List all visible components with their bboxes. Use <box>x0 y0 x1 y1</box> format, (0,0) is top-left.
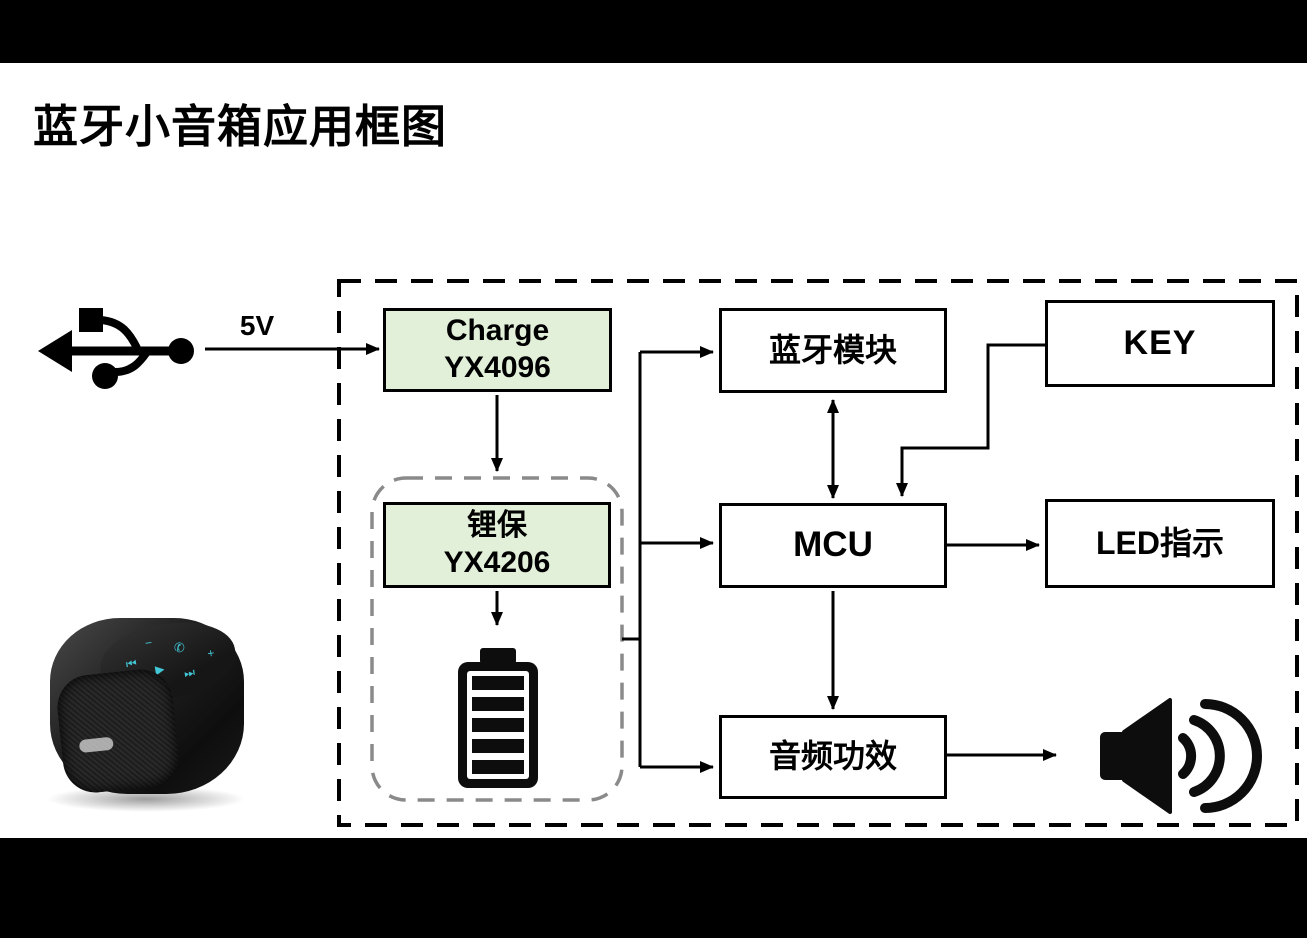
mcu-label: MCU <box>793 525 873 565</box>
prev-track-icon: ⏮ <box>124 656 138 672</box>
key-block: KEY <box>1045 300 1275 387</box>
charge-block-part: YX4096 <box>444 351 551 384</box>
minus-icon: − <box>143 635 153 651</box>
bluetooth-speaker-product-photo: − ✆ ⏮ ▶ ⏭ + <box>38 598 260 816</box>
speaker-icon <box>1100 698 1262 814</box>
led-indicator-block: LED指示 <box>1045 499 1275 588</box>
bluetooth-module-block: 蓝牙模块 <box>719 308 947 393</box>
audio-effect-label: 音频功效 <box>768 738 897 775</box>
battery-protect-block-name: 锂保 <box>467 509 527 543</box>
battery-protect-block-part: YX4206 <box>443 546 551 579</box>
audio-effect-block: 音频功效 <box>719 715 947 799</box>
battery-icon <box>458 648 538 788</box>
key-label: KEY <box>1123 323 1197 362</box>
speaker-grille <box>54 666 182 796</box>
led-indicator-label: LED指示 <box>1095 524 1224 561</box>
outer-dashed-frame <box>337 279 1299 827</box>
plus-icon: + <box>206 645 216 661</box>
charge-block: Charge YX4096 <box>383 308 612 392</box>
usb-icon <box>38 308 194 389</box>
bluetooth-badge <box>78 736 114 754</box>
next-track-icon: ⏭ <box>183 665 196 681</box>
bluetooth-module-label: 蓝牙模块 <box>768 331 897 368</box>
page-title: 蓝牙小音箱应用框图 <box>33 101 448 152</box>
charge-block-name: Charge <box>445 314 550 348</box>
call-icon: ✆ <box>172 639 187 656</box>
letterbox-top <box>0 0 1307 63</box>
letterbox-bottom <box>0 838 1307 938</box>
battery-protect-block: 锂保 YX4206 <box>383 502 611 588</box>
mcu-block: MCU <box>719 503 947 588</box>
power-5v-label: 5V <box>239 310 275 341</box>
arrow-key-to-mcu <box>896 343 1045 497</box>
